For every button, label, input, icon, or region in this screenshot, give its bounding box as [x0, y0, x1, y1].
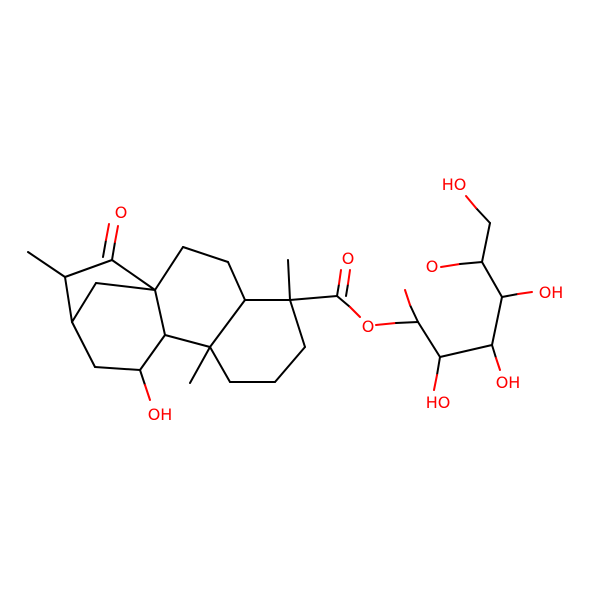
- bond: [114, 225, 119, 243]
- bond: [459, 261, 483, 265]
- bond: [94, 366, 141, 371]
- bond: [64, 259, 113, 278]
- bond: [501, 293, 519, 298]
- ester-oxygen-label: O: [362, 317, 375, 336]
- carbon-skeleton: [27, 222, 503, 384]
- bond: [209, 299, 246, 348]
- bond: [436, 356, 441, 376]
- bond: [189, 346, 211, 384]
- bond: [164, 334, 211, 348]
- bond: [95, 282, 156, 291]
- atom-labels: O OH O O O HO OH OH HO: [115, 175, 564, 424]
- bond: [336, 295, 351, 308]
- bond: [154, 289, 166, 336]
- bond: [64, 276, 73, 323]
- bond: [433, 374, 438, 391]
- bond: [105, 223, 110, 241]
- hydroxyl-label: OH: [496, 373, 521, 392]
- bond: [404, 289, 411, 306]
- ketone-oxygen-label: O: [115, 203, 128, 222]
- bond: [491, 344, 497, 359]
- bond: [287, 259, 291, 301]
- bond: [345, 283, 349, 297]
- hydroxyl-label: HO: [426, 393, 451, 412]
- oxygen-bonds: [102, 195, 533, 401]
- hydroxymethyl-label: HO: [442, 175, 467, 194]
- bond: [209, 346, 231, 383]
- bond: [111, 259, 156, 291]
- bond: [417, 321, 441, 358]
- bond: [517, 291, 533, 295]
- bond: [111, 241, 116, 261]
- bond: [71, 282, 97, 323]
- bond: [338, 269, 342, 285]
- bond: [139, 369, 146, 386]
- bond: [71, 321, 96, 368]
- bond: [475, 207, 491, 224]
- bond: [349, 306, 361, 318]
- bond: [375, 322, 397, 326]
- bond: [182, 246, 229, 263]
- bond: [465, 195, 477, 209]
- bond: [274, 346, 306, 383]
- bond: [347, 269, 351, 285]
- bond: [440, 263, 461, 268]
- ring-oxygen-label: O: [426, 257, 439, 276]
- bond: [481, 261, 503, 298]
- hydroxyl-label: OH: [539, 283, 564, 302]
- bond: [336, 283, 340, 297]
- bond: [481, 222, 491, 263]
- bond: [102, 239, 107, 258]
- bond: [491, 296, 503, 346]
- bond: [27, 251, 66, 278]
- carbonyl-oxygen-label: O: [342, 249, 355, 268]
- bond: [495, 357, 501, 371]
- bond: [139, 334, 166, 371]
- bond: [289, 299, 306, 348]
- bond: [395, 321, 419, 324]
- bond: [144, 384, 151, 401]
- hydroxyl-label: OH: [148, 405, 173, 424]
- bond: [439, 344, 493, 358]
- bond: [154, 246, 184, 291]
- bond: [409, 304, 419, 323]
- bond: [227, 261, 246, 301]
- bond: [289, 295, 338, 301]
